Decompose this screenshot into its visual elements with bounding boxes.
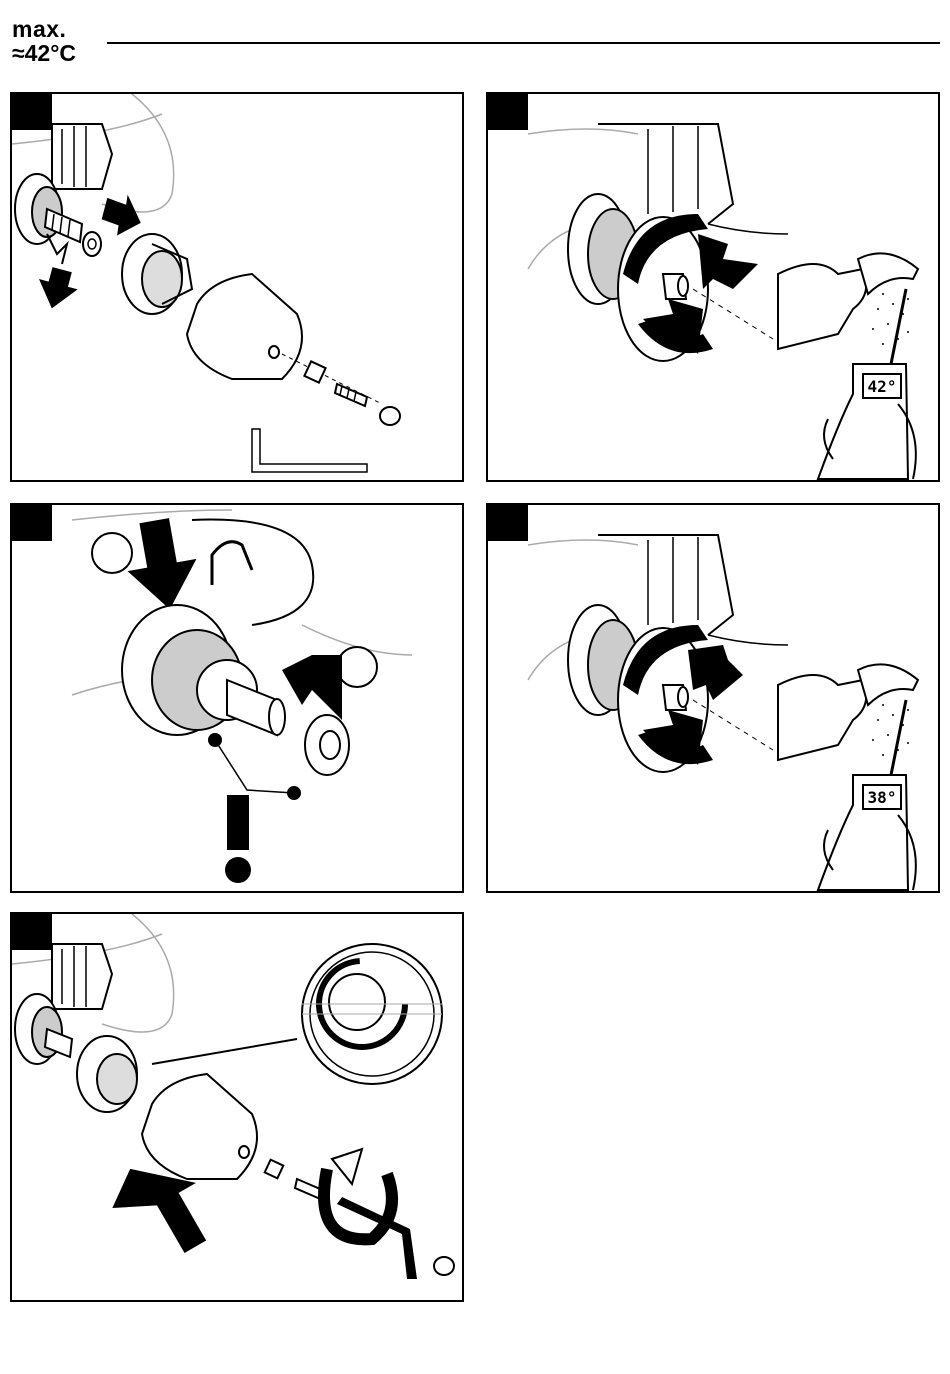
thermometer-display-38: 38° (868, 788, 897, 807)
panel-3-illustration (12, 505, 462, 891)
step-marker-2 (488, 94, 528, 130)
step-marker-3 (12, 505, 52, 541)
panel-2-illustration: 42° (488, 94, 938, 480)
step-marker-4 (488, 505, 528, 541)
header-max-label: max. (12, 16, 66, 43)
panel-step-2: 42° (486, 92, 940, 482)
header-divider (107, 42, 940, 44)
panel-4-illustration: 38° (488, 505, 938, 891)
header-temperature-label: ≈42°C (12, 40, 76, 67)
panel-1-illustration (12, 94, 462, 480)
step-marker-5 (12, 914, 52, 950)
panel-step-5 (10, 912, 464, 1302)
step-marker-1 (12, 94, 52, 130)
panel-step-1 (10, 92, 464, 482)
panel-step-4: 38° (486, 503, 940, 893)
warning-exclamation (227, 795, 249, 850)
thermometer-display-42: 42° (868, 377, 897, 396)
panel-5-illustration (12, 914, 462, 1300)
panel-step-3 (10, 503, 464, 893)
callout-circle-b (337, 647, 377, 687)
callout-circle-a (92, 533, 132, 573)
